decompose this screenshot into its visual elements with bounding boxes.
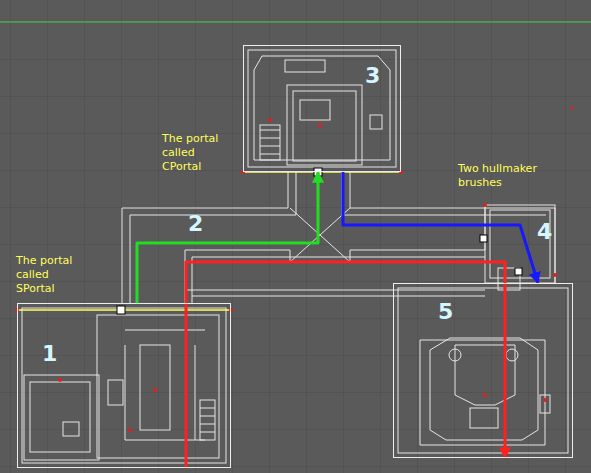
path-arrow bbox=[343, 172, 538, 283]
room-number: 1 bbox=[42, 342, 57, 366]
path-arrow bbox=[186, 262, 505, 468]
callout-number: 2 bbox=[188, 212, 203, 236]
annotation-note: Two hullmaker brushes bbox=[458, 162, 548, 190]
room-outline: 1 bbox=[17, 303, 231, 468]
room-number: 3 bbox=[365, 64, 380, 88]
annotation-note: The portal called CPortal bbox=[162, 132, 224, 174]
room-outline: 3 bbox=[243, 45, 401, 172]
room-number: 5 bbox=[438, 300, 453, 324]
room-outline: 5 bbox=[393, 283, 573, 458]
annotation-note: The portal called SPortal bbox=[16, 254, 78, 296]
path-arrow bbox=[137, 172, 318, 303]
callout-number: 4 bbox=[537, 220, 552, 244]
